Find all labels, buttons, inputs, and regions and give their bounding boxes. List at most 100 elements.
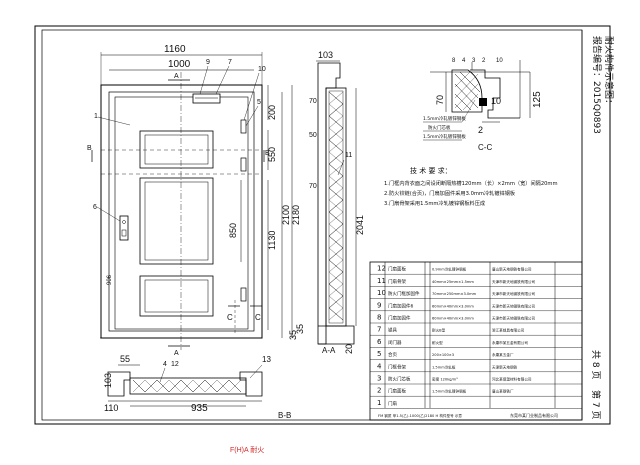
table-cell-no: 4 [377,362,382,370]
table-cell-name: 门扇骨架 [388,278,406,285]
callout-cc-10: 10 [496,58,503,64]
dim-bb-935: 935 [191,403,208,414]
table-cell-name: 门框骨架 [388,363,406,370]
hinge-mid [240,157,247,172]
panel-bottom [139,275,214,317]
callout-aa-11: 11 [345,152,352,159]
title-name: 耐火构件示意图： [603,36,615,108]
table-cell-spec: 200×100×3 [432,353,454,357]
callout-cc-4: 4 [462,58,466,64]
title-report-no: 报告编号：2015Q0893 [591,36,603,134]
table-cell-no: 5 [377,350,381,358]
table-cell-maker: 河北某保温材料有限公司 [492,377,532,382]
table-cell-spec: 1.5mm冷轧板 [432,364,456,369]
label-cc: C-C [478,143,492,152]
table-cell-no: 6 [377,338,382,346]
dim-total-width: 1160 [164,44,186,55]
dim-aa-20: 20 [344,344,354,354]
callout-cc-8: 8 [452,58,456,64]
table-cell-spec: 60mm×40mm×3.0mm [432,304,474,308]
table-cell-no: 9 [377,301,381,309]
page-total: 共 8 页 [590,350,601,379]
mark-b-right: B [265,150,270,157]
dim-cc-125: 125 [532,91,543,108]
dim-bb-110: 110 [104,403,118,413]
label-bb: B-B [278,411,291,420]
door-frame-outer [100,84,263,339]
callout-9: 9 [206,59,210,66]
table-cell-spec: 1.5mm冷轧镀锌钢板 [432,389,467,394]
table-cell-name: 防火门芯板 [388,376,411,383]
panel-bottom-inner [144,279,209,313]
dim-handle-side: 906 [107,274,113,285]
dim-lock-height: 1130 [267,231,277,250]
door-elevation: 1160 1000 A A B B C C 9 7 10 5 1 6 906 2… [87,44,301,357]
table-cell-maker: 天津市新天地钢铁有限公司 [492,303,536,308]
page-this: 第 7 页 [590,390,602,419]
table-cell-maker: 永康某五金厂 [492,352,514,357]
table-cell-name: 门扇加固件6 [388,302,413,309]
table-cell-spec: 70mm×250mm×3.0mm [432,292,477,296]
dim-bb-103: 103 [103,373,113,388]
lock-body [119,215,129,241]
table-cell-maker: 浙江某锁具有限公司 [492,328,525,333]
hinge-top [240,119,247,134]
table-cell-name: 锁具 [388,327,397,334]
dim-aa-35: 35 [295,324,305,334]
callout-bb-12: 12 [171,361,179,368]
callout-bb-13: 13 [262,355,271,364]
hinge-bottom [240,287,247,302]
dim-aa-2041: 2041 [355,215,365,235]
table-cell-spec: 耐火B型 [432,328,446,333]
table-cell-no: 11 [377,277,386,285]
door-leaf [114,96,249,330]
section-aa: 103 2041 70 70 50 35 20 11 A-A [295,50,365,355]
panel-mid-inner [144,181,209,261]
door-frame-inner [108,91,255,332]
section-bb: 55 103 110 935 4 12 13 B-B [103,354,291,420]
callout-bb-4: 4 [163,361,167,368]
dim-cc-70: 70 [435,95,445,105]
table-cell-spec: 40mm×25mm×1.5mm [432,280,474,284]
door-closer [192,93,221,104]
table-cell-name: 闭门器 [388,339,402,346]
req-title: 技 术 要 求： [410,166,452,175]
table-cell-name: 防火门框加固件 [388,290,420,297]
technical-requirements: 技 术 要 求： 1.门框内背衣面之间设闭断隔热槽120mm（长）×2mm（宽）… [384,166,558,207]
req-item-2: 2.防火铰链(合页)，门扇加固件采用3.0mm冷轧镀锌钢板 [384,189,516,197]
table-cell-maker: 唐山新天地钢铁有限公司 [492,267,532,272]
table-cell-spec: 耐火型 [432,340,443,345]
dim-aa-top: 103 [318,50,333,60]
section-cc: 70 125 10 2 8 4 3 2 10 1.5mm冷轧镀锌钢板 防火门芯板… [423,58,543,152]
table-cell-spec: 0.9mm冷轧镀锌钢板 [432,267,467,272]
table-cell-name: 门扇加固件 [388,315,411,322]
table-cell-name: 合页 [388,351,397,358]
table-cell-no: 10 [377,289,386,297]
panel-top-inner [144,134,209,165]
table-cell-maker: 天津市新天地钢铁有限公司 [492,291,536,296]
callout-7: 7 [228,59,232,66]
dim-cc-10: 10 [491,96,501,106]
dim-aa-50: 50 [309,132,317,139]
dim-leaf-width: 1000 [168,59,191,70]
dim-cc-2: 2 [478,125,483,135]
dim-total-height: 2180 [291,205,301,225]
table-cell-no: 12 [377,265,386,273]
table-cell-maker: 天津新天地钢铁 [492,364,518,369]
bb-leaf [129,377,247,395]
cc-leaf-outline [451,69,483,113]
dim-aa-70-top: 70 [309,98,317,105]
dim-top-gap: 200 [267,105,277,120]
dim-aa-70-mid: 70 [309,183,317,190]
table-cell-maker: 天津市新天地钢铁有限公司 [492,279,536,284]
label-aa: A-A [322,346,336,355]
req-item-1: 1.门框内背衣面之间设闭断隔热槽120mm（长）×2mm（宽）间隔20mm [384,179,558,187]
callout-cc-3: 3 [472,58,476,64]
mark-c-left: C [227,313,233,322]
table-cell-name: 门扇 [388,400,397,407]
dim-bottom-small: 35 [288,330,298,340]
table-cell-no: 1 [377,399,381,407]
cc-note-3: 1.5mm冷轧镀锌钢板 [423,133,466,140]
req-item-3: 3.门扇骨架采用1.5mm冷轧镀锌钢板料压成 [384,199,485,207]
